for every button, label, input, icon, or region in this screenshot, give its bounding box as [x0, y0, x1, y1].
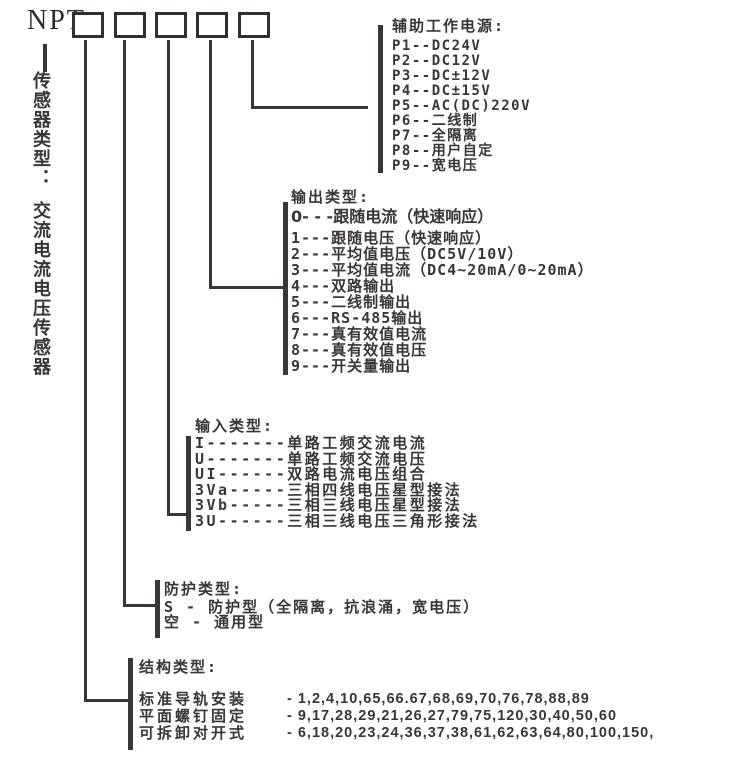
sensor-type-label: 传感器类型： 交流电流电压传感器 — [30, 71, 51, 401]
structure-row-values: - 9,17,28,29,21,26,27,79,75,120,30,40,50… — [287, 708, 618, 724]
input-option-3vb: 3Vb-----三相三线电压星型接法 — [195, 496, 463, 514]
aux-option-p3: P3--DC±12V — [392, 68, 492, 84]
output-option-4: 4---双路输出 — [291, 277, 396, 295]
section-protection-type: 防护类型: S - 防护型（全隔离，抗浪涌，宽电压） 空 - 通用型 — [164, 581, 480, 629]
aux-option-p4: P4--DC±15V — [392, 83, 492, 99]
code-box-1 — [72, 12, 104, 38]
rule-protection-type — [155, 580, 160, 638]
structure-row-label: 标准导轨安装 — [139, 690, 248, 708]
connector-box2-vertical — [123, 40, 126, 607]
output-option-8: 8---真有效值电压 — [291, 341, 428, 359]
protection-option-s: S - 防护型（全隔离，抗浪涌，宽电压） — [164, 598, 481, 616]
output-option-7: 7---真有效值电流 — [291, 325, 428, 343]
output-type-title: 输出类型: — [291, 188, 371, 206]
structure-rows: 标准导轨安装 - 1,2,4,10,65,66.67,68,69,70,76,7… — [139, 691, 654, 742]
connector-box1-vertical — [84, 40, 87, 702]
aux-option-p1: P1--DC24V — [392, 38, 482, 54]
section-input-type: 输入类型: I-------单路工频交流电流 U-------单路工频交流电压 … — [195, 418, 480, 529]
protection-option-blank: 空 - 通用型 — [164, 612, 266, 631]
output-option-2: 2---平均值电压（DC5V/10V） — [291, 245, 524, 263]
connector-box4-horizontal — [209, 286, 286, 289]
structure-type-title: 结构类型: — [139, 658, 219, 676]
input-option-3u: 3U------三相三线电压三角形接法 — [195, 511, 480, 530]
output-option-3: 3---平均值电流（DC4~20mA/0~20mA） — [291, 261, 594, 279]
aux-option-p5: P5--AC(DC)220V — [392, 98, 532, 114]
connector-box3-horizontal — [167, 513, 189, 516]
section-structure-type: 结构类型: 标准导轨安装 - 1,2,4,10,65,66.67,68,69,7… — [139, 659, 654, 742]
output-option-0: 0- - -跟随电流（快速响应） — [291, 207, 494, 226]
structure-row-values: - 1,2,4,10,65,66.67,68,69,70,76,78,88,89 — [287, 691, 590, 707]
output-option-5: 5---二线制输出 — [291, 293, 412, 311]
connector-box4-vertical — [209, 40, 212, 289]
section-aux-power: 辅助工作电源: P1--DC24V P2--DC12V P3--DC±12V P… — [392, 18, 531, 174]
protection-type-title: 防护类型: — [164, 580, 244, 598]
structure-row-split-core: 可拆卸对开式 - 6,18,20,23,24,36,37,38,61,62,63… — [139, 725, 654, 742]
input-option-ui: UI------双路电流电压组合 — [195, 465, 428, 483]
connector-box5-horizontal — [251, 106, 368, 109]
section-output-type: 输出类型: 0- - -跟随电流（快速响应） 1---跟随电压（快速响应） 2-… — [291, 188, 594, 375]
output-option-6: 6---RS-485输出 — [291, 309, 424, 327]
sensor-type-label-line2: 交流电流电压传感器 — [30, 201, 51, 377]
connector-box1-horizontal — [84, 699, 131, 702]
output-option-9: 9---开关量输出 — [291, 357, 412, 375]
rule-output-type — [283, 202, 288, 375]
structure-row-screw-mount: 平面螺钉固定 - 9,17,28,29,21,26,27,79,75,120,3… — [139, 708, 654, 725]
aux-option-p2: P2--DC12V — [392, 53, 482, 69]
code-box-3 — [155, 12, 187, 38]
connector-box5-vertical — [251, 40, 254, 109]
sensor-type-label-line1: 传感器类型： — [30, 71, 51, 188]
input-type-title: 输入类型: — [195, 417, 275, 435]
connector-box3-vertical — [167, 40, 170, 516]
aux-option-p9: P9--宽电压 — [392, 158, 479, 174]
input-option-u: U-------单路工频交流电压 — [195, 449, 428, 468]
input-option-3va: 3Va-----三相四线电压星型接法 — [195, 480, 463, 499]
structure-row-din-rail: 标准导轨安装 - 1,2,4,10,65,66.67,68,69,70,76,7… — [139, 691, 654, 708]
output-option-1: 1---跟随电压（快速响应） — [291, 229, 492, 247]
connector-box2-horizontal — [123, 604, 158, 607]
structure-row-label: 可拆卸对开式 — [139, 724, 248, 742]
code-box-5 — [238, 12, 270, 38]
rule-aux-power — [378, 25, 383, 173]
structure-row-label: 平面螺钉固定 — [139, 707, 248, 725]
rule-structure-type — [128, 658, 133, 750]
code-box-2 — [114, 12, 146, 38]
code-box-4 — [196, 12, 228, 38]
input-option-i: I-------单路工频交流电流 — [195, 434, 428, 452]
aux-option-p6: P6--二线制 — [392, 113, 479, 129]
connector-npt-label — [43, 44, 47, 72]
aux-option-p8: P8--用户自定 — [392, 143, 494, 159]
aux-option-p7: P7--全隔离 — [392, 128, 479, 144]
aux-power-title: 辅助工作电源: — [392, 17, 506, 35]
structure-row-values: - 6,18,20,23,24,36,37,38,61,62,63,64,80,… — [287, 725, 655, 741]
rule-input-type — [186, 436, 191, 531]
